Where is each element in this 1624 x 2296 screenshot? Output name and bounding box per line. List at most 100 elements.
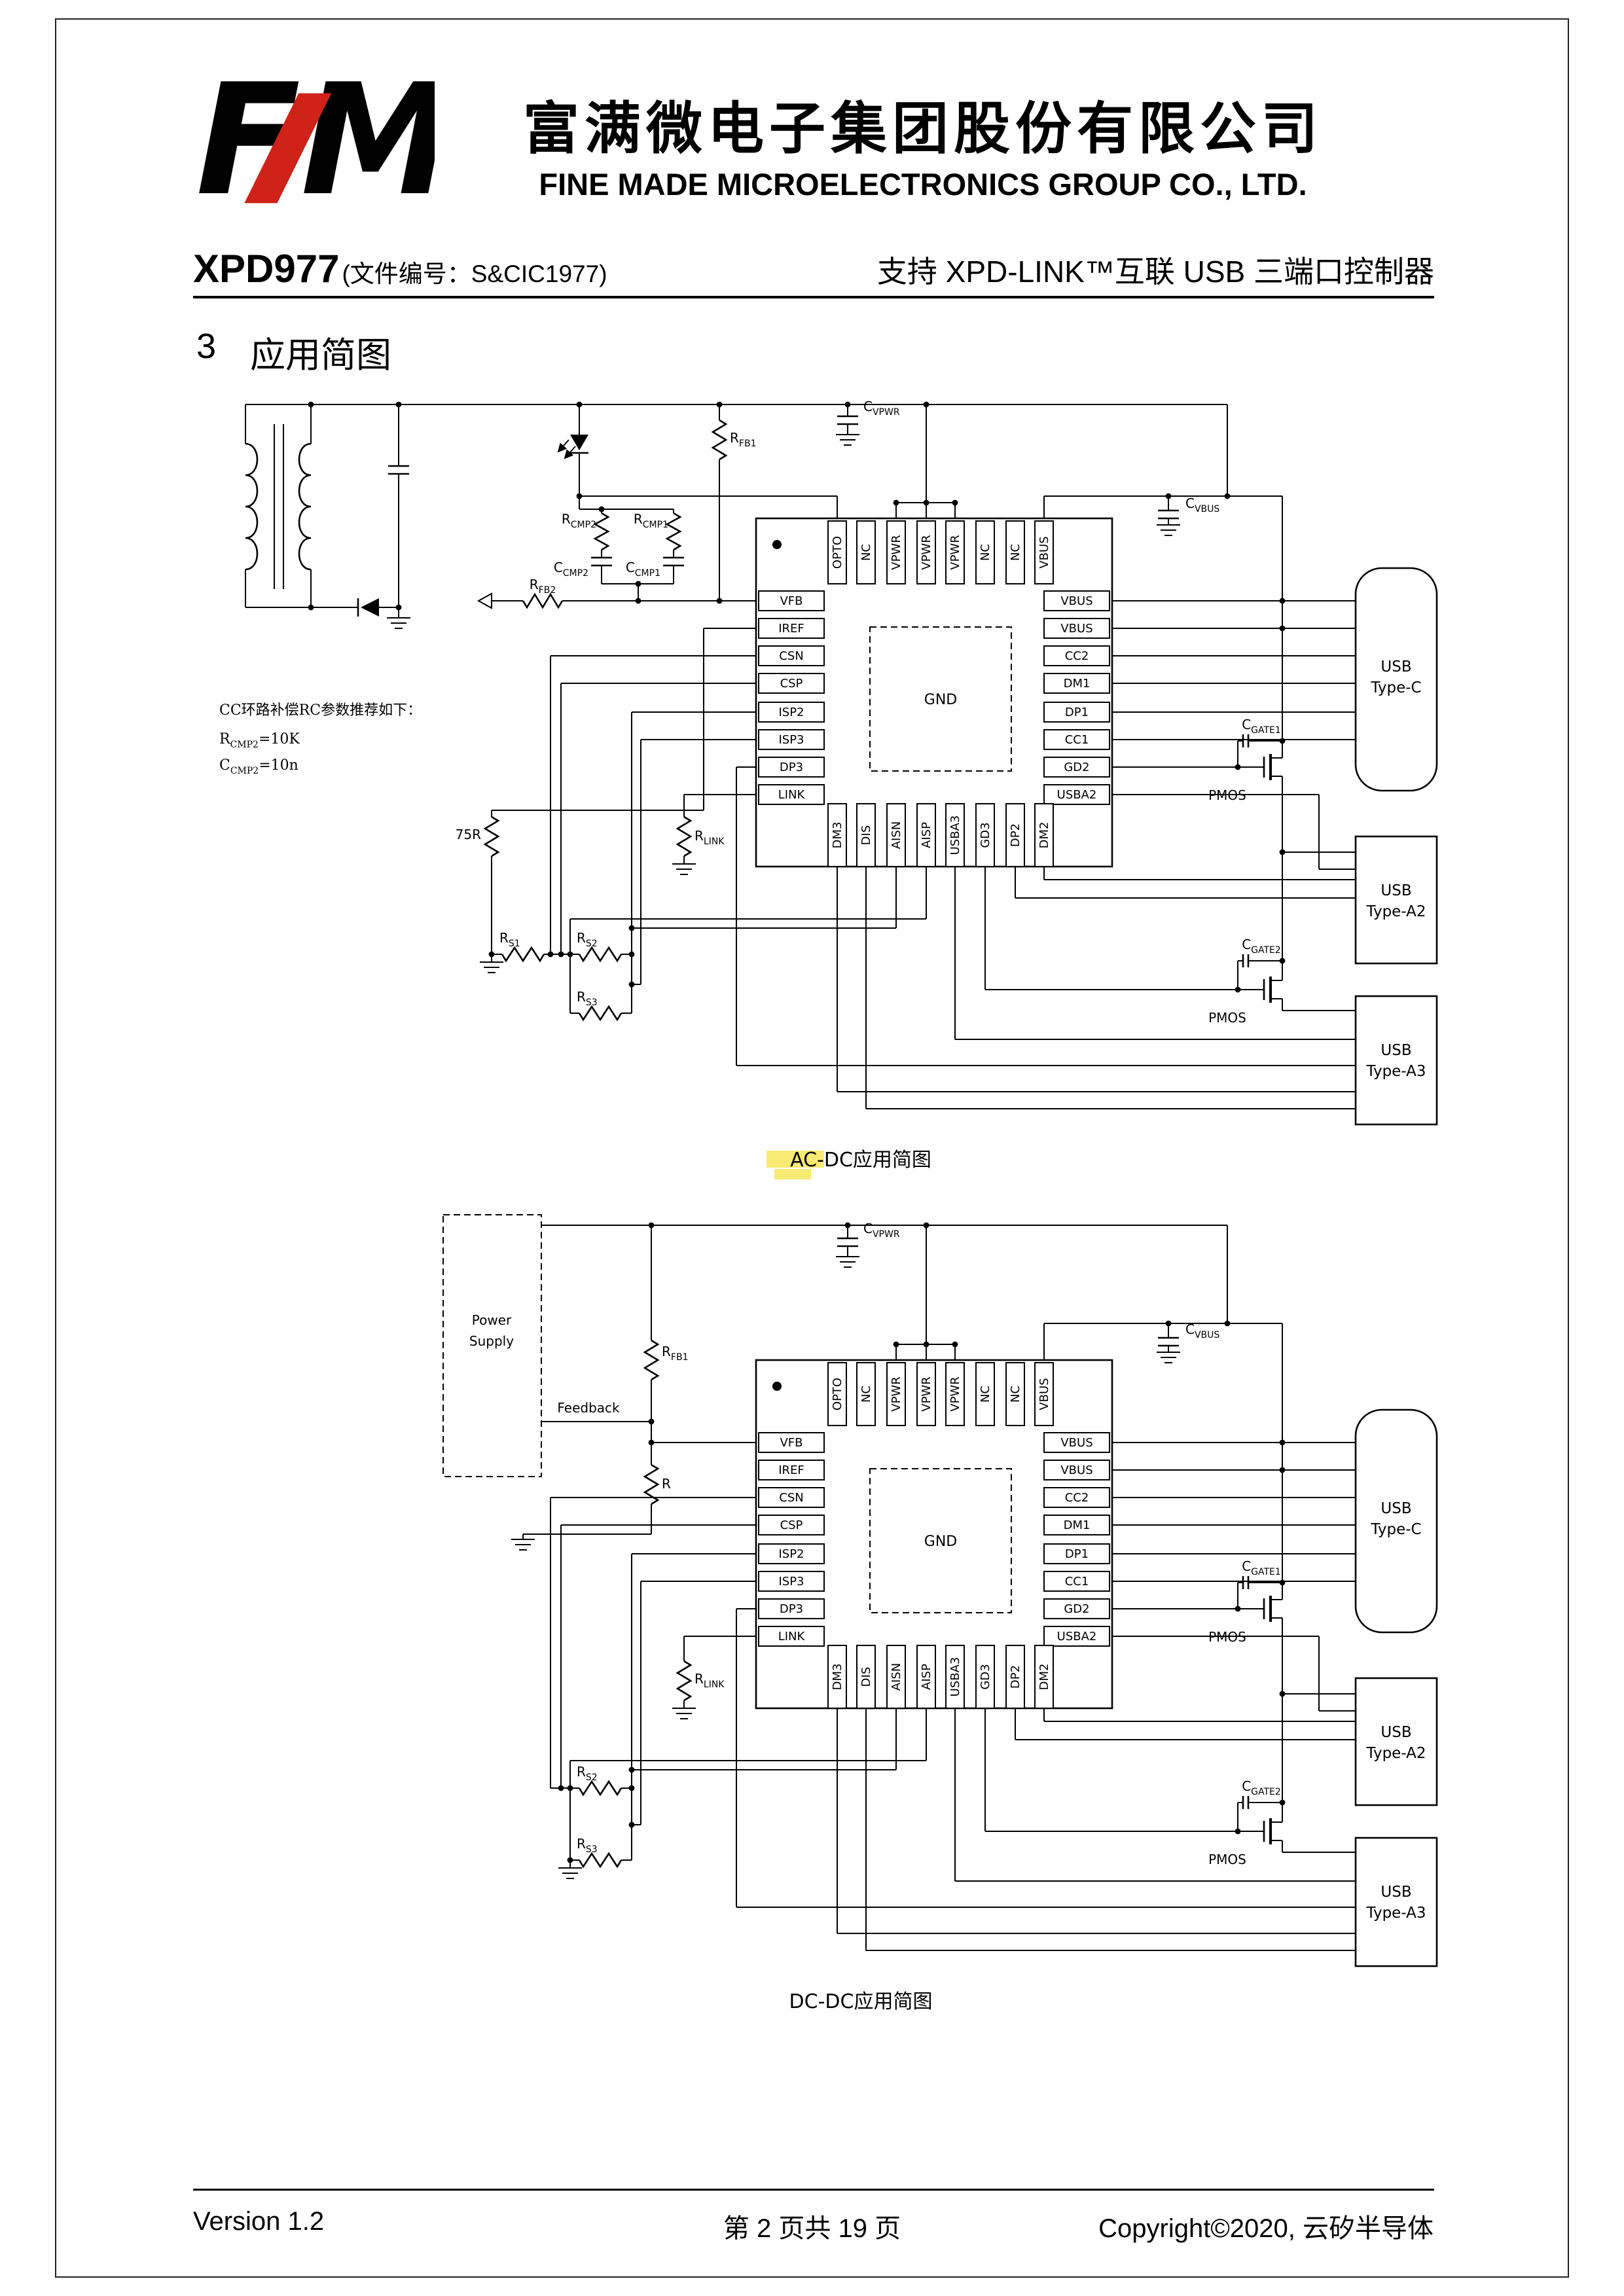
note-line: RCMP2=10K [219,731,300,750]
pin-label: DP1 [1065,706,1089,719]
connector-label: Type-A3 [1366,1905,1426,1922]
pin-label: LINK [778,788,806,802]
bottom-routes [570,1708,1356,1951]
company-name-cn: 富满微电子集团股份有限公司 [523,96,1323,162]
ground-icon [480,961,503,973]
pin-label: GD3 [979,1664,992,1689]
component-label: CVPWR [863,1221,900,1240]
connector-label: Type-C [1370,679,1421,696]
component-label: RFB1 [662,1344,688,1363]
pin-label: NC [979,1386,992,1403]
cvpwr-branch: CVPWR [836,399,900,446]
component-label: CVPWR [863,399,900,418]
gnd-pad-label: GND [924,1534,957,1550]
power-supply-label: Power [472,1312,512,1328]
pin-label: NC [1009,1386,1022,1403]
rs2-resistor [578,946,623,963]
r75-resistor [483,816,500,857]
ground-icon [387,617,410,629]
component-label: CVBUS [1185,495,1219,514]
gnd-pad [869,626,1012,772]
pin-label: DM2 [1038,822,1051,849]
pin-label: VBUS [1060,1463,1092,1477]
component-label: RCMP2 [562,511,596,530]
pin1-marker-icon [772,1382,782,1391]
pin-label: AISP [920,822,933,848]
pin-label: ISP3 [778,1575,804,1588]
gnd-pad [869,1468,1012,1613]
ground-icon [672,863,696,875]
pin-label: DIS [859,1667,873,1687]
pin-label: CSP [780,677,803,691]
pmos1: CGATE1 PMOS [1112,1558,1282,1645]
rlink-branch: RLINK [672,1636,756,1719]
usba2-route [1112,794,1356,870]
ic-right-pins: VBUS VBUS CC2 DM1 DP1 CC1 GD2 USBA2 [1043,1432,1110,1647]
footer-rule [193,2189,1434,2191]
pin-label: GD2 [1064,761,1089,774]
snubber-cap [387,404,410,629]
pin-label: DM3 [831,822,844,849]
fm-logo-text: FM [196,73,435,216]
pin-label: AISN [890,1663,903,1691]
connector-label: Type-A2 [1366,903,1426,920]
ic-top-pins: OPTO NC VPWR VPWR VPWR NC NC VBUS [827,520,1054,584]
cvpwr-cap [837,415,858,425]
compensation-network: RCMP2 RCMP1 CCMP2 CCMP1 [554,509,684,601]
component-label: CGATE2 [1242,1778,1281,1797]
pmos-label: PMOS [1208,1010,1246,1026]
rs1-resistor [501,946,545,963]
dp3-route [736,1608,1356,1908]
connector-label: Type-C [1370,1521,1421,1538]
pin-label: VBUS [1038,536,1051,568]
rfb1-resistor [643,1339,660,1381]
offpage-arrow-icon [477,592,492,609]
pin-label: GD3 [979,822,992,848]
pin-label: IREF [778,1463,804,1477]
watermark-highlight [767,1151,824,1168]
component-label: CGATE1 [1242,1558,1281,1577]
component-label: RS2 [577,930,598,949]
ic-left-pins: VFB IREF CSN CSP ISP2 ISP3 DP3 LINK [758,1432,825,1647]
typec-wires [1112,1442,1356,1582]
dp3-route [736,766,1356,1066]
usb-type-a3-connector: USB Type-A3 [1354,995,1438,1126]
pin-label: OPTO [831,536,844,569]
power-supply-box: Power Supply [442,1214,542,1477]
component-label: R [662,1476,671,1492]
component-label: CGATE1 [1242,717,1281,736]
pin-label: CC1 [1065,1575,1089,1588]
feedback-divider: RFB1 R [511,1225,688,1551]
ground-icon [836,434,859,446]
r-resistor [643,1463,660,1505]
ground-icon [511,1539,535,1551]
transformer [245,404,399,617]
ic-top-pins: OPTO NC VPWR VPWR VPWR NC NC VBUS [827,1362,1054,1426]
pin-label: OPTO [831,1378,844,1410]
rlink-branch: RLINK [672,794,756,875]
cgate2-cap [1242,954,1250,967]
ground-icon [1157,524,1180,536]
component-label: RFB2 [530,577,556,596]
component-label: RS1 [499,930,520,949]
cvbus-cap [1158,509,1179,520]
diagram1-caption: AC-DC应用简图 [790,1149,931,1172]
rcmp2-resistor [593,512,610,551]
fm-logo: FM [196,51,453,230]
ic-left-pins: VFB IREF CSN CSP ISP2 ISP3 DP3 LINK [758,590,825,805]
pin-label: VBUS [1060,622,1092,636]
pin-label: USBA3 [948,816,962,855]
opto-led [557,404,588,509]
connector-label: USB [1380,658,1411,675]
pin-label: USBA2 [1057,1630,1097,1643]
dc-dc-schematic: Power Supply Feedback RFB1 R CVPWR CVBUS… [442,1214,1438,2013]
pin-label: VPWR [920,1376,933,1411]
pin-label: DM3 [831,1664,844,1691]
pin-label: NC [1009,544,1022,561]
rlink-resistor [676,816,693,857]
ic-right-pins: VBUS VBUS CC2 DM1 DP1 CC1 GD2 USBA2 [1043,590,1110,805]
diode-icon [361,598,379,617]
company-logo: FM [191,51,453,230]
part-number: XPD977 [193,247,340,291]
pin-label: NC [859,1386,873,1403]
